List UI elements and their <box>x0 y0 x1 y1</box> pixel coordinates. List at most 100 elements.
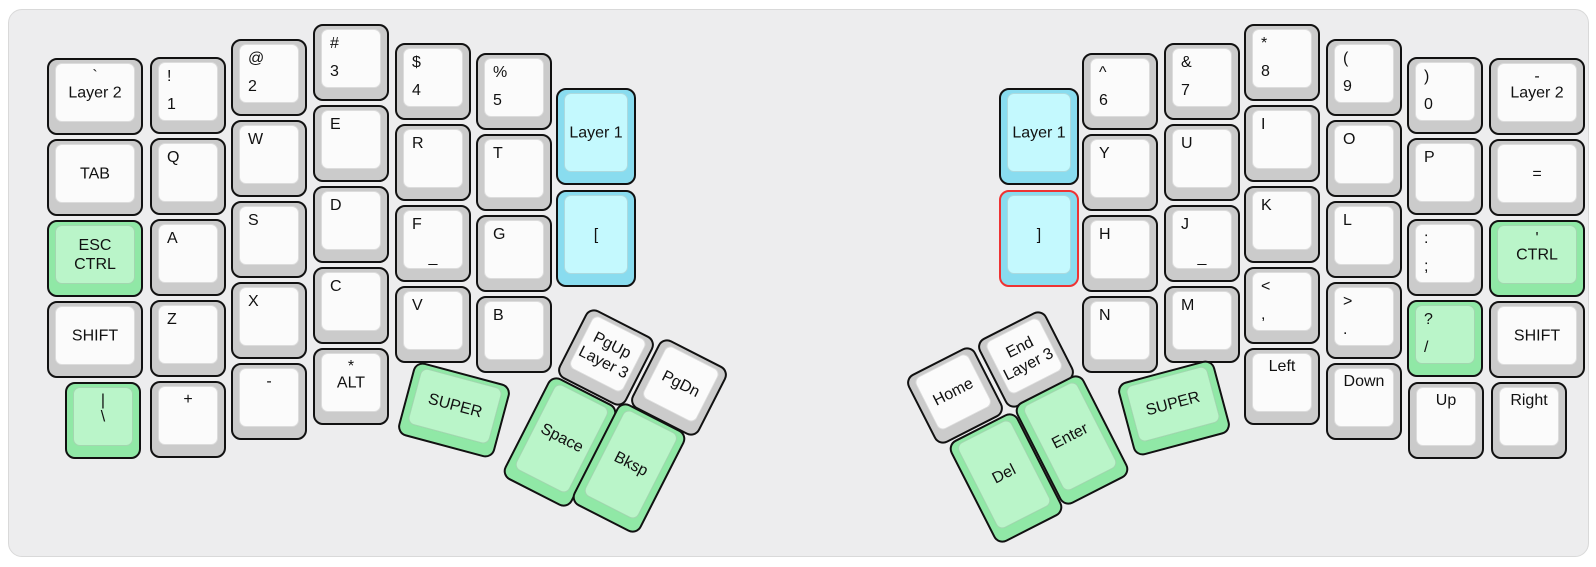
key-h[interactable]: H <box>1082 215 1158 292</box>
key-pipe-backslash[interactable]: |\ <box>65 382 141 459</box>
key-arrow-up[interactable]: Up <box>1408 382 1484 459</box>
key-q[interactable]: Q <box>150 138 226 215</box>
key-y[interactable]: Y <box>1082 134 1158 211</box>
key-o[interactable]: O <box>1326 120 1402 197</box>
key-esc-ctrl[interactable]: ESC CTRL <box>47 220 143 297</box>
key-super-left[interactable]: SUPER <box>395 360 513 460</box>
key-label: W <box>248 131 264 148</box>
key-shift-right[interactable]: SHIFT <box>1489 301 1585 378</box>
key-label: Home <box>930 374 977 410</box>
key-lparen-9[interactable]: (9 <box>1326 39 1402 116</box>
key-e[interactable]: E <box>313 105 389 182</box>
key-label: PgDn <box>659 367 703 401</box>
key-d[interactable]: D <box>313 186 389 263</box>
key-label: E <box>330 116 341 133</box>
key-k[interactable]: K <box>1244 186 1320 263</box>
keycap-face: N <box>1090 301 1150 360</box>
keycap-face: Layer 1 <box>564 93 628 172</box>
key-caret-6[interactable]: ^6 <box>1082 53 1158 130</box>
keycap-face: U <box>1172 129 1232 188</box>
key-label: , <box>1261 305 1266 323</box>
key-rparen-0[interactable]: )0 <box>1407 57 1483 134</box>
key-amp-7[interactable]: &7 <box>1164 43 1240 120</box>
keycap-face: $4 <box>403 48 463 107</box>
key-right-bracket[interactable]: ] <box>999 190 1079 287</box>
key-label: Down <box>1343 373 1385 390</box>
key-u[interactable]: U <box>1164 124 1240 201</box>
key-percent-5[interactable]: %5 <box>476 53 552 130</box>
keycap-face: Z <box>158 305 218 364</box>
key-w[interactable]: W <box>231 120 307 197</box>
key-label: Q <box>167 149 180 166</box>
keycap-face: W <box>239 125 299 184</box>
key-shift-left[interactable]: SHIFT <box>47 301 143 378</box>
key-super-right[interactable]: SUPER <box>1115 358 1233 458</box>
key-label: 7 <box>1181 81 1190 99</box>
key-g[interactable]: G <box>476 215 552 292</box>
key-t[interactable]: T <box>476 134 552 211</box>
key-arrow-right[interactable]: Right <box>1491 382 1567 459</box>
key-b[interactable]: B <box>476 296 552 373</box>
key-j[interactable]: J_ <box>1164 205 1240 282</box>
keycap-face: P <box>1415 143 1475 202</box>
keycap-face: Left <box>1252 353 1312 412</box>
key-label: [ <box>593 225 599 243</box>
key-label: - <box>1534 68 1540 85</box>
key-exclam-1[interactable]: !1 <box>150 57 226 134</box>
keycap-face: %5 <box>484 58 544 117</box>
key-layer1-right[interactable]: Layer 1 <box>999 88 1079 185</box>
key-grave-layer2[interactable]: `Layer 2 <box>47 58 143 135</box>
key-arrow-left[interactable]: Left <box>1244 348 1320 425</box>
key-colon-semicolon[interactable]: :; <box>1407 219 1483 296</box>
key-asterisk-alt[interactable]: *ALT <box>313 348 389 425</box>
key-asterisk-8[interactable]: *8 <box>1244 24 1320 101</box>
keycap-face: = <box>1497 144 1577 203</box>
key-m[interactable]: M <box>1164 286 1240 363</box>
key-a[interactable]: A <box>150 219 226 296</box>
keycap-face: I <box>1252 110 1312 169</box>
key-greater-period[interactable]: >. <box>1326 282 1402 359</box>
key-minus[interactable]: - <box>231 363 307 440</box>
key-label: I <box>1261 116 1266 133</box>
keycap-face: - <box>239 368 299 427</box>
key-z[interactable]: Z <box>150 300 226 377</box>
key-at-2[interactable]: @2 <box>231 39 307 116</box>
key-left-bracket[interactable]: [ <box>556 190 636 287</box>
key-f[interactable]: F_ <box>395 205 471 282</box>
key-r[interactable]: R <box>395 124 471 201</box>
key-dollar-4[interactable]: $4 <box>395 43 471 120</box>
key-less-comma[interactable]: <, <box>1244 267 1320 344</box>
keycap-face: Layer 1 <box>1007 93 1071 172</box>
key-hash-3[interactable]: #3 <box>313 24 389 101</box>
keycap-face: TAB <box>55 144 135 203</box>
key-dash-layer2[interactable]: -Layer 2 <box>1489 58 1585 135</box>
key-label: Y <box>1099 145 1110 162</box>
key-question-slash[interactable]: ?/ <box>1407 300 1483 377</box>
keycap-face: #3 <box>321 29 381 88</box>
key-s[interactable]: S <box>231 201 307 278</box>
key-plus[interactable]: + <box>150 381 226 458</box>
key-i[interactable]: I <box>1244 105 1320 182</box>
key-p[interactable]: P <box>1407 138 1483 215</box>
key-quote-ctrl[interactable]: 'CTRL <box>1489 220 1585 297</box>
key-x[interactable]: X <box>231 282 307 359</box>
key-l[interactable]: L <box>1326 201 1402 278</box>
key-label: 3 <box>330 62 339 80</box>
key-label: | <box>100 392 106 409</box>
key-v[interactable]: V <box>395 286 471 363</box>
key-n[interactable]: N <box>1082 296 1158 373</box>
key-label: SUPER <box>1144 388 1202 420</box>
keycap-face: Down <box>1334 368 1394 427</box>
key-label: @ <box>248 50 265 67</box>
key-label: + <box>183 391 193 408</box>
key-arrow-down[interactable]: Down <box>1326 363 1402 440</box>
key-label: TAB <box>80 164 110 182</box>
key-label: SHIFT <box>71 326 119 344</box>
keycap-face: O <box>1334 125 1394 184</box>
key-layer1-left[interactable]: Layer 1 <box>556 88 636 185</box>
key-equals[interactable]: = <box>1489 139 1585 216</box>
key-label: 8 <box>1261 62 1270 80</box>
key-c[interactable]: C <box>313 267 389 344</box>
key-tab[interactable]: TAB <box>47 139 143 216</box>
key-label: Up <box>1435 392 1457 409</box>
